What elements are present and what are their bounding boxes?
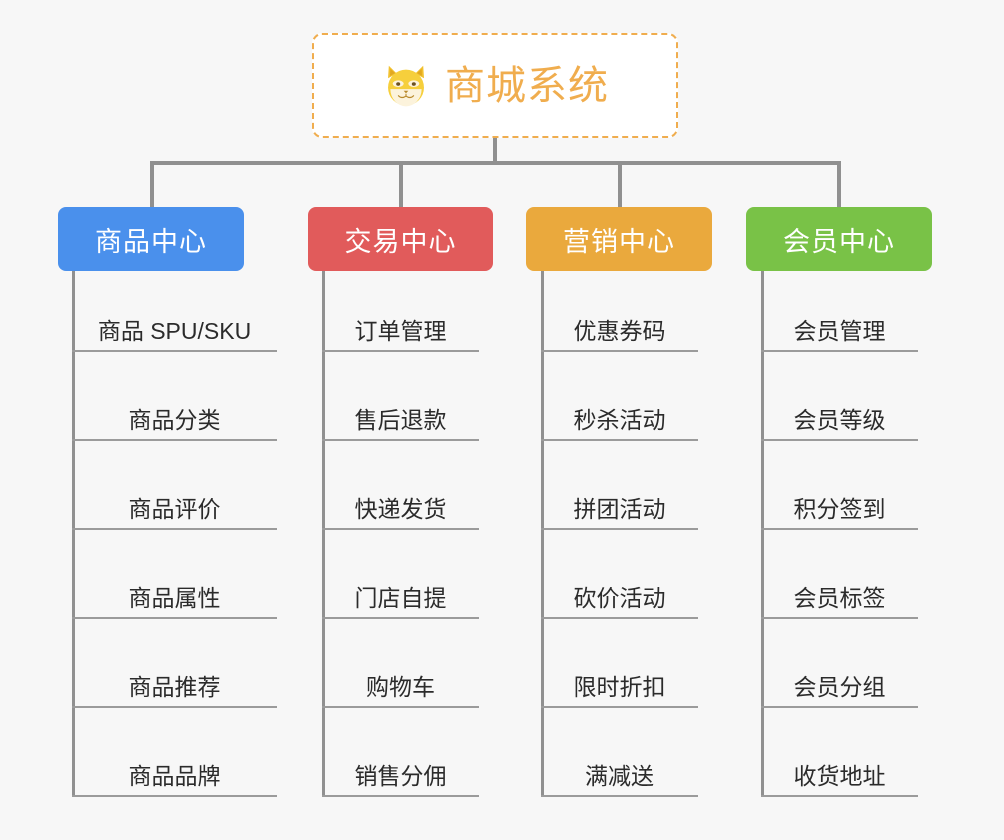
connector-drop-1: [150, 161, 154, 208]
column-spine: [761, 271, 764, 797]
category-header-3[interactable]: 营销中心: [526, 207, 712, 271]
leaf-item-label: 购物车: [366, 674, 435, 700]
leaf-item[interactable]: 购物车: [322, 656, 479, 708]
leaf-item[interactable]: 砍价活动: [541, 567, 698, 619]
leaf-item[interactable]: 订单管理: [322, 300, 479, 352]
leaf-item[interactable]: 拼团活动: [541, 478, 698, 530]
leaf-item-label: 会员标签: [793, 585, 886, 611]
leaf-item[interactable]: 会员分组: [761, 656, 918, 708]
leaf-item-label: 快递发货: [354, 496, 447, 522]
leaf-item[interactable]: 限时折扣: [541, 656, 698, 708]
root-node[interactable]: 商城系统: [312, 33, 678, 138]
leaf-item-label: 商品品牌: [128, 763, 221, 789]
connector-root-drop: [493, 138, 497, 164]
category-header-label: 交易中心: [344, 226, 457, 257]
leaf-item-label: 会员分组: [793, 674, 886, 700]
leaf-item[interactable]: 商品品牌: [72, 745, 277, 797]
leaf-item[interactable]: 会员标签: [761, 567, 918, 619]
category-header-label: 会员中心: [783, 226, 895, 257]
leaf-item-label: 砍价活动: [573, 585, 666, 611]
leaf-item-label: 满减送: [585, 763, 654, 789]
connector-drop-4: [837, 161, 841, 208]
leaf-item[interactable]: 商品 SPU/SKU: [72, 300, 277, 352]
leaf-item[interactable]: 销售分佣: [322, 745, 479, 797]
leaf-item[interactable]: 售后退款: [322, 389, 479, 441]
leaf-item-label: 商品 SPU/SKU: [97, 318, 252, 344]
category-header-4[interactable]: 会员中心: [746, 207, 932, 271]
leaf-item-label: 商品分类: [128, 407, 221, 433]
category-header-2[interactable]: 交易中心: [308, 207, 493, 271]
leaf-item-label: 拼团活动: [573, 496, 666, 522]
leaf-item-label: 秒杀活动: [573, 407, 666, 433]
leaf-item-label: 门店自提: [354, 585, 447, 611]
shiba-dog-face-icon: [388, 65, 424, 106]
category-header-label: 营销中心: [563, 226, 675, 257]
leaf-item-label: 会员等级: [793, 407, 886, 433]
leaf-item-label: 积分签到: [793, 496, 886, 522]
connector-horizontal-bus: [150, 161, 840, 165]
column-spine: [322, 271, 325, 797]
leaf-item-label: 限时折扣: [573, 674, 666, 700]
leaf-item-label: 优惠券码: [573, 318, 666, 344]
leaf-item[interactable]: 快递发货: [322, 478, 479, 530]
connector-drop-2: [399, 161, 403, 208]
leaf-item[interactable]: 商品属性: [72, 567, 277, 619]
leaf-item[interactable]: 商品评价: [72, 478, 277, 530]
category-header-label: 商品中心: [95, 226, 207, 257]
leaf-item[interactable]: 收货地址: [761, 745, 918, 797]
leaf-item-label: 销售分佣: [354, 763, 447, 789]
leaf-item[interactable]: 秒杀活动: [541, 389, 698, 441]
category-header-1[interactable]: 商品中心: [58, 207, 244, 271]
leaf-item-label: 会员管理: [793, 318, 886, 344]
leaf-item-label: 商品评价: [128, 496, 221, 522]
leaf-item[interactable]: 满减送: [541, 745, 698, 797]
leaf-item-label: 商品属性: [128, 585, 221, 611]
root-title: 商城系统: [445, 63, 609, 108]
leaf-item[interactable]: 积分签到: [761, 478, 918, 530]
leaf-item-label: 收货地址: [793, 763, 886, 789]
leaf-item[interactable]: 商品推荐: [72, 656, 277, 708]
connector-drop-3: [618, 161, 622, 208]
column-spine: [541, 271, 544, 797]
leaf-item[interactable]: 门店自提: [322, 567, 479, 619]
leaf-item[interactable]: 优惠券码: [541, 300, 698, 352]
leaf-item[interactable]: 会员管理: [761, 300, 918, 352]
leaf-item-label: 商品推荐: [128, 674, 221, 700]
leaf-item-label: 售后退款: [354, 407, 447, 433]
leaf-item-label: 订单管理: [354, 318, 447, 344]
column-spine: [72, 271, 75, 797]
leaf-item[interactable]: 商品分类: [72, 389, 277, 441]
leaf-item[interactable]: 会员等级: [761, 389, 918, 441]
